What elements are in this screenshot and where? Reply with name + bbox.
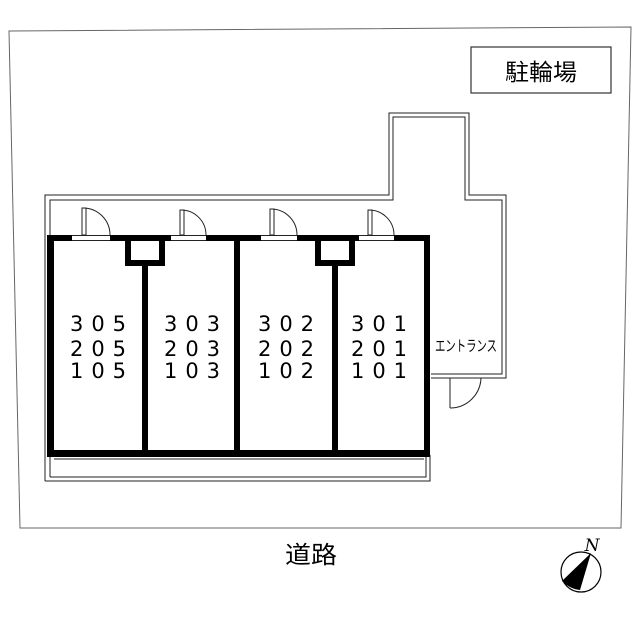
- entrance-label: エントランス: [435, 337, 497, 355]
- unit-stack-305: 305 205 105: [70, 312, 126, 383]
- room-number: 101: [351, 359, 407, 383]
- door-icon: [171, 209, 207, 241]
- building-outline-inner: [49, 116, 503, 478]
- wall-top: [47, 235, 430, 241]
- compass: N: [560, 536, 602, 593]
- property-boundary: [8, 26, 632, 529]
- building-walls: [47, 235, 430, 457]
- room-number: 301: [351, 312, 407, 336]
- alcove2-bottom: [315, 260, 355, 266]
- wall-right: [424, 235, 430, 457]
- door-icon: [359, 209, 395, 241]
- door-icon: [261, 208, 298, 241]
- unit-stack-302: 302 202 102: [258, 312, 314, 383]
- unit-doors: [72, 207, 395, 241]
- alcove1-right: [159, 241, 165, 266]
- alcove2-left: [315, 241, 321, 266]
- road-label: 道路: [285, 541, 337, 569]
- wall-bottom: [47, 450, 430, 457]
- room-number: 305: [70, 312, 126, 336]
- alcove2-right: [349, 241, 355, 266]
- room-number: 202: [258, 337, 314, 361]
- alcove1-left: [125, 241, 131, 266]
- alcove1-bottom: [125, 260, 165, 266]
- room-number: 203: [164, 337, 220, 361]
- bicycle-parking-area: 駐輪場: [470, 46, 612, 94]
- unit-stack-301: 301 201 101: [351, 312, 407, 383]
- building-outline-outer: [44, 112, 507, 482]
- partition-305-303: [142, 266, 148, 450]
- building-outline: [44, 112, 507, 482]
- bicycle-parking-box: [470, 46, 612, 94]
- bicycle-parking-label: 駐輪場: [505, 60, 577, 86]
- partition-303-302: [234, 241, 240, 450]
- room-number: 302: [258, 312, 314, 336]
- room-number: 201: [351, 337, 407, 361]
- partition-302-301: [332, 266, 338, 450]
- north-label: N: [584, 536, 601, 556]
- wall-left: [47, 235, 54, 457]
- unit-labels: 305 205 105 303 203 103 302 202 102 301 …: [70, 312, 407, 383]
- room-number: 303: [164, 312, 220, 336]
- room-number: 105: [70, 359, 126, 383]
- compass-needle-icon: [562, 553, 591, 590]
- room-number: 102: [258, 359, 314, 383]
- room-number: 205: [70, 337, 126, 361]
- door-icon: [72, 207, 111, 241]
- unit-stack-303: 303 203 103: [164, 312, 220, 383]
- room-number: 103: [164, 359, 220, 383]
- entrance-door-icon: [449, 377, 482, 409]
